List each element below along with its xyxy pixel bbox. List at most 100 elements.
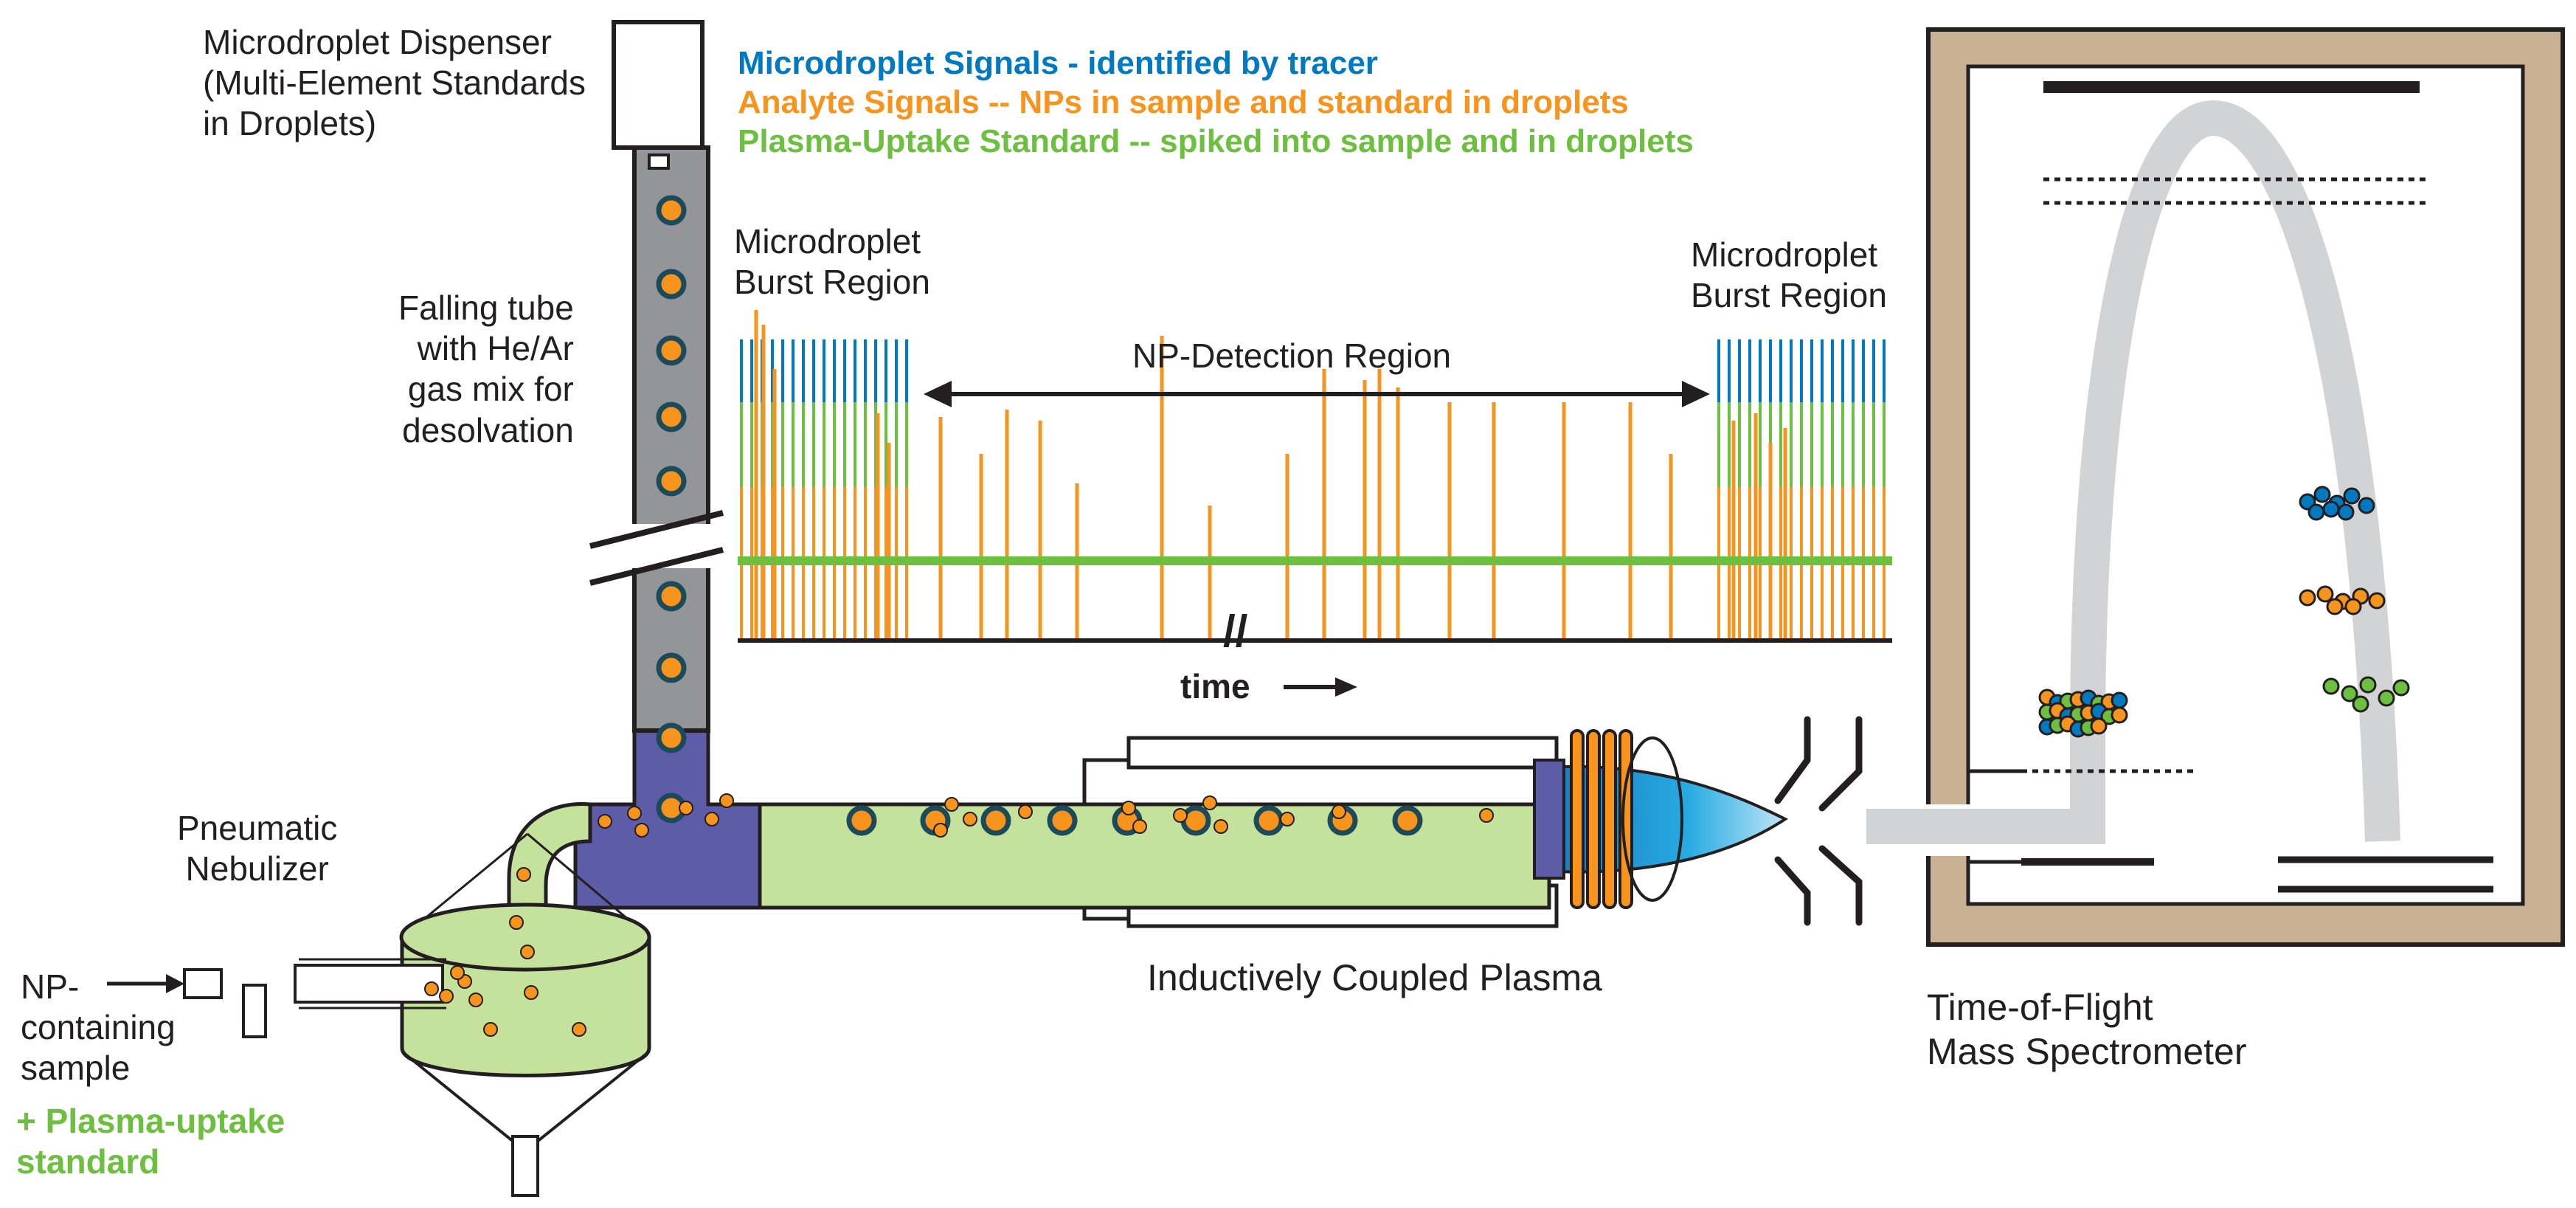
legend: Microdroplet Signals - identified by tra… bbox=[738, 44, 1694, 161]
tof-label: Time-of-Flight Mass Spectrometer bbox=[1927, 985, 2246, 1074]
ion-dot bbox=[2299, 589, 2316, 607]
uptake-standard-label-line: standard bbox=[16, 1142, 160, 1181]
coil-icon bbox=[1570, 729, 1633, 909]
dispenser-label-line: in Droplets) bbox=[203, 104, 377, 143]
ion-dot bbox=[2352, 695, 2369, 713]
burst-right-label: Microdroplet Burst Region bbox=[1691, 235, 1887, 316]
reflectron bbox=[2021, 81, 2493, 893]
np-particle bbox=[1332, 804, 1346, 819]
ion-dot bbox=[2111, 706, 2128, 724]
coil-turn bbox=[1602, 729, 1617, 909]
droplet-icon bbox=[656, 269, 687, 300]
droplet-icon bbox=[1392, 805, 1423, 836]
falling-tube-label-line: desolvation bbox=[402, 410, 574, 449]
np-particle bbox=[1202, 795, 1217, 810]
np-particle bbox=[509, 915, 524, 930]
ion-dot bbox=[2358, 497, 2375, 514]
nebulizer-label-line: Nebulizer bbox=[185, 849, 329, 888]
ion-dot bbox=[2322, 500, 2340, 518]
falling-tube-label: Falling tube with He/Ar gas mix for deso… bbox=[398, 288, 574, 451]
ion-dot bbox=[2307, 503, 2325, 521]
burst-left-label-line: Burst Region bbox=[734, 263, 930, 302]
nebulizer-label-line: Pneumatic bbox=[177, 809, 338, 847]
legend-item-analyte: Analyte Signals -- NPs in sample and sta… bbox=[738, 83, 1629, 120]
ion-dot bbox=[2378, 689, 2395, 707]
tof-label-line: Time-of-Flight bbox=[1927, 987, 2153, 1028]
droplet-icon bbox=[1047, 805, 1078, 836]
np-particle bbox=[468, 993, 483, 1007]
ion-dot bbox=[2337, 503, 2355, 521]
ion-dot bbox=[2392, 679, 2410, 697]
np-particle bbox=[679, 801, 693, 815]
ion-dot bbox=[2326, 598, 2344, 615]
np-particle bbox=[1173, 808, 1188, 823]
droplet-icon bbox=[1180, 805, 1211, 836]
np-particle bbox=[627, 806, 642, 821]
ion-dot bbox=[2343, 487, 2361, 505]
np-particle bbox=[424, 981, 439, 996]
coil-turn bbox=[1570, 729, 1585, 909]
signal-trace bbox=[738, 310, 1892, 641]
droplet-icon bbox=[656, 652, 687, 683]
np-particle bbox=[520, 945, 535, 959]
ion-dot bbox=[2359, 676, 2377, 694]
droplet-icon bbox=[846, 805, 877, 836]
uptake-standard-label: + Plasma-uptake standard bbox=[16, 1101, 285, 1182]
droplet-icon bbox=[656, 581, 687, 612]
legend-item-uptake: Plasma-Uptake Standard -- spiked into sa… bbox=[738, 122, 1694, 159]
burst-left-label: Microdroplet Burst Region bbox=[734, 221, 930, 303]
microdroplet-dispenser bbox=[612, 20, 704, 150]
np-particle bbox=[483, 1022, 498, 1037]
sampler-cone-icon bbox=[1774, 716, 1863, 926]
droplet-icon bbox=[980, 805, 1011, 836]
np-particle bbox=[963, 812, 977, 826]
np-particle bbox=[1280, 812, 1295, 826]
ion-dot bbox=[2111, 691, 2128, 709]
ion-dot bbox=[2316, 585, 2334, 603]
np-particle bbox=[719, 793, 734, 808]
tof-housing bbox=[1918, 27, 2565, 947]
np-particle bbox=[1132, 819, 1147, 834]
legend-item-microdroplet: Microdroplet Signals - identified by tra… bbox=[738, 45, 1378, 81]
ion-beam-path bbox=[1866, 100, 2400, 844]
uptake-standard-label-line: + Plasma-uptake bbox=[16, 1102, 285, 1140]
falling-tube-label-line: Falling tube bbox=[398, 289, 574, 327]
sample-label-line: containing bbox=[21, 1008, 176, 1047]
np-particle bbox=[1479, 808, 1494, 823]
np-particle bbox=[572, 1022, 586, 1037]
np-particle bbox=[944, 797, 959, 812]
sample-label-line: sample bbox=[21, 1049, 131, 1088]
falling-tube bbox=[632, 145, 710, 733]
np-particle bbox=[1018, 804, 1033, 819]
droplet-icon bbox=[656, 466, 687, 497]
np-particle bbox=[634, 823, 649, 838]
ion-dot bbox=[2313, 486, 2331, 503]
icp-label: Inductively Coupled Plasma bbox=[1147, 957, 1602, 998]
np-particle bbox=[1121, 801, 1136, 815]
np-region-label: NP-Detection Region bbox=[1132, 336, 1452, 375]
ion-dot bbox=[2341, 685, 2358, 703]
droplet-icon bbox=[424, 195, 1494, 1037]
nebulizer-label: Pneumatic Nebulizer bbox=[177, 808, 337, 889]
ion-dot bbox=[2344, 598, 2362, 615]
burst-right-label-line: Microdroplet bbox=[1691, 235, 1878, 274]
droplet-icon bbox=[1253, 805, 1284, 836]
sample-label-line: NP- bbox=[21, 967, 80, 1006]
burst-right-label-line: Burst Region bbox=[1691, 276, 1887, 315]
falling-tube-label-line: with He/Ar bbox=[417, 329, 574, 368]
np-particle bbox=[933, 823, 948, 838]
droplet-icon bbox=[656, 335, 687, 366]
ion-dot bbox=[2322, 677, 2340, 695]
np-particle bbox=[524, 985, 539, 1000]
np-particle bbox=[598, 814, 612, 829]
dispenser-label: Microdroplet Dispenser (Multi-Element St… bbox=[203, 22, 586, 145]
ion-dot bbox=[2368, 592, 2386, 610]
np-particle bbox=[516, 867, 531, 882]
falling-tube-label-line: gas mix for bbox=[407, 370, 574, 409]
droplet-icon bbox=[656, 195, 687, 226]
droplet-icon bbox=[656, 722, 687, 753]
np-particle bbox=[439, 989, 454, 1004]
np-particle bbox=[1213, 819, 1228, 834]
